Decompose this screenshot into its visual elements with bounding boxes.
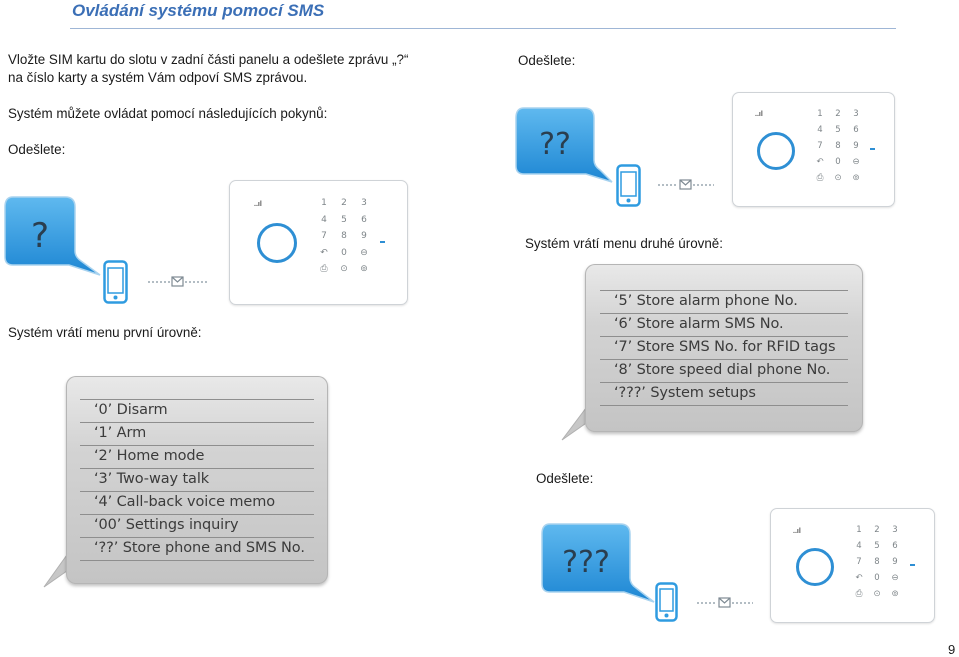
panel-ring	[757, 132, 795, 170]
page-number: 9	[948, 642, 956, 657]
key: ⊖	[891, 573, 899, 583]
key: ↶	[320, 247, 328, 258]
reply-label-second: Systém vrátí menu druhé úrovně:	[525, 236, 723, 251]
key: 7	[321, 231, 327, 241]
key: ⊖	[360, 247, 368, 258]
key: ⊖	[852, 157, 860, 167]
key: 6	[892, 541, 898, 551]
key: 8	[341, 231, 347, 241]
key: 4	[321, 214, 327, 225]
list-item: ‘7’ Store SMS No. for RFID tags	[600, 337, 848, 360]
list-item: ‘3’ Two-way talk	[80, 469, 314, 492]
heading-rule	[70, 28, 896, 29]
list-item: ‘2’ Home mode	[80, 446, 314, 469]
key: 0	[341, 247, 347, 258]
key: 8	[835, 141, 841, 151]
bubble-question: ??	[539, 127, 571, 162]
list-item: ‘00’ Settings inquiry	[80, 515, 314, 538]
send-label-third: Odešlete:	[536, 471, 594, 486]
key: ⎙	[855, 589, 863, 599]
key: ↶	[816, 157, 824, 167]
first-level-menu: ‘0’ Disarm ‘1’ Arm ‘2’ Home mode ‘3’ Two…	[66, 376, 328, 584]
first-level-menu-list: ‘0’ Disarm ‘1’ Arm ‘2’ Home mode ‘3’ Two…	[80, 399, 314, 561]
key: 3	[892, 525, 898, 535]
key: 5	[341, 214, 347, 225]
alarm-panel: ..ıl 1 2 3 4 5 6 7 8 9 ↶ 0 ⊖ ⎙ ⊙ ⊚	[770, 508, 935, 623]
envelope-icon	[697, 597, 753, 608]
key: ⊙	[834, 173, 842, 183]
key: 1	[817, 109, 823, 119]
keypad: 1 2 3 4 5 6 7 8 9 ↶ 0 ⊖ ⎙ ⊙ ⊚	[314, 198, 374, 281]
key: ⊙	[340, 264, 348, 274]
intro-line-1: Vložte SIM kartu do slotu v zadní části …	[8, 52, 409, 67]
key: 7	[817, 141, 823, 151]
key: 5	[835, 125, 841, 135]
signal-icon: ..ıl	[254, 201, 262, 208]
status-led	[910, 564, 915, 566]
phone-icon	[103, 260, 128, 304]
list-item: ‘??’ Store phone and SMS No.	[80, 538, 314, 561]
bubble-question: ?	[31, 216, 49, 256]
key: 2	[341, 198, 347, 208]
key: 5	[874, 541, 880, 551]
key: 9	[361, 231, 367, 241]
list-item: ‘5’ Store alarm phone No.	[600, 290, 848, 314]
speech-bubble-icon: ???	[541, 523, 655, 603]
list-item: ‘8’ Store speed dial phone No.	[600, 360, 848, 383]
key: 6	[361, 214, 367, 225]
second-level-menu: ‘5’ Store alarm phone No. ‘6’ Store alar…	[585, 264, 863, 432]
page-heading: Ovládání systému pomocí SMS	[72, 1, 325, 20]
key: ⊚	[852, 173, 860, 183]
key: 9	[853, 141, 859, 151]
bubble-question: ???	[562, 545, 610, 580]
send-label-second: Odešlete:	[518, 53, 576, 68]
key: 0	[874, 573, 880, 583]
key: 0	[835, 157, 841, 167]
list-item: ‘1’ Arm	[80, 423, 314, 446]
reply-label-first: Systém vrátí menu první úrovně:	[8, 325, 202, 340]
alarm-panel: ..ıl 1 2 3 4 5 6 7 8 9 ↶ 0 ⊖ ⎙ ⊙ ⊚	[732, 92, 895, 207]
key: 1	[321, 198, 327, 208]
speech-bubble-icon: ??	[515, 107, 613, 183]
key: 3	[853, 109, 859, 119]
envelope-icon	[658, 179, 714, 190]
key: ⎙	[816, 173, 824, 183]
second-level-menu-list: ‘5’ Store alarm phone No. ‘6’ Store alar…	[600, 290, 848, 406]
panel-ring	[796, 548, 834, 586]
intro-line-2: na číslo karty a systém Vám odpoví SMS z…	[8, 70, 308, 85]
key: 3	[361, 198, 367, 208]
signal-icon: ..ıl	[793, 528, 801, 535]
control-instructions: Systém můžete ovládat pomocí následující…	[8, 106, 328, 121]
key: 6	[853, 125, 859, 135]
phone-icon	[616, 164, 641, 207]
key: ⊚	[891, 589, 899, 599]
list-item: ‘4’ Call-back voice memo	[80, 492, 314, 515]
status-led	[870, 148, 875, 150]
key: ↶	[855, 573, 863, 583]
key: 1	[856, 525, 862, 535]
alarm-panel: ..ıl 1 2 3 4 5 6 7 8 9 ↶ 0 ⊖ ⎙ ⊙ ⊚	[229, 180, 408, 305]
key: ⎙	[320, 264, 328, 274]
key: 9	[892, 557, 898, 567]
keypad: 1 2 3 4 5 6 7 8 9 ↶ 0 ⊖ ⎙ ⊙ ⊚	[850, 525, 904, 605]
key: 4	[817, 125, 823, 135]
list-item: ‘???’ System setups	[600, 383, 848, 406]
panel-ring	[257, 223, 297, 263]
envelope-icon	[148, 276, 208, 287]
signal-icon: ..ıl	[755, 111, 763, 118]
keypad: 1 2 3 4 5 6 7 8 9 ↶ 0 ⊖ ⎙ ⊙ ⊚	[811, 109, 865, 189]
list-item: ‘6’ Store alarm SMS No.	[600, 314, 848, 337]
key: ⊚	[360, 264, 368, 274]
key: 4	[856, 541, 862, 551]
key: 2	[835, 109, 841, 119]
send-label-first: Odešlete:	[8, 142, 66, 157]
key: 8	[874, 557, 880, 567]
phone-icon	[655, 582, 678, 622]
key: 2	[874, 525, 880, 535]
status-led	[380, 241, 385, 243]
speech-bubble-icon: ?	[4, 196, 101, 276]
key: 7	[856, 557, 862, 567]
list-item: ‘0’ Disarm	[80, 399, 314, 423]
key: ⊙	[873, 589, 881, 599]
